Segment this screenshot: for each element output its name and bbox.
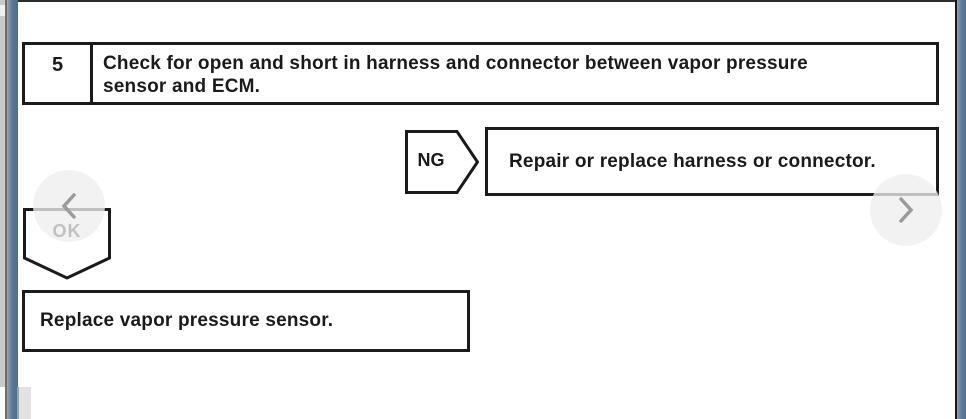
- step-instruction-line1: Check for open and short in harness and …: [103, 53, 808, 74]
- step-instruction: Check for open and short in harness and …: [93, 45, 936, 102]
- ng-label: NG: [417, 150, 445, 170]
- step-number: 5: [25, 45, 93, 102]
- ng-action-text: Repair or replace harness or connector.: [509, 150, 876, 172]
- ng-connector: NG: [405, 130, 479, 194]
- right-edge-divider: [955, 0, 957, 419]
- bottom-left-divider: [17, 387, 19, 419]
- scrollbar-thumb[interactable]: [0, 5, 5, 16]
- bottom-left-shade: [19, 387, 31, 419]
- scrollbar-track[interactable]: [0, 0, 5, 387]
- next-button[interactable]: [870, 174, 942, 246]
- chevron-left-icon: [61, 193, 76, 219]
- left-page-edge: [7, 0, 18, 419]
- step-instruction-line2: sensor and ECM.: [103, 76, 261, 97]
- ng-action-box: Repair or replace harness or connector.: [485, 127, 939, 196]
- diagnostic-step-box: 5 Check for open and short in harness an…: [22, 42, 939, 105]
- ok-action-box: Replace vapor pressure sensor.: [22, 290, 470, 352]
- page-top-border: [18, 0, 955, 2]
- right-page-edge: [957, 0, 966, 419]
- left-edge-divider: [5, 0, 7, 419]
- prev-button[interactable]: [33, 170, 105, 242]
- ng-pentagon-shape: [405, 130, 479, 194]
- ok-action-text: Replace vapor pressure sensor.: [40, 310, 334, 331]
- chevron-right-icon: [899, 197, 914, 223]
